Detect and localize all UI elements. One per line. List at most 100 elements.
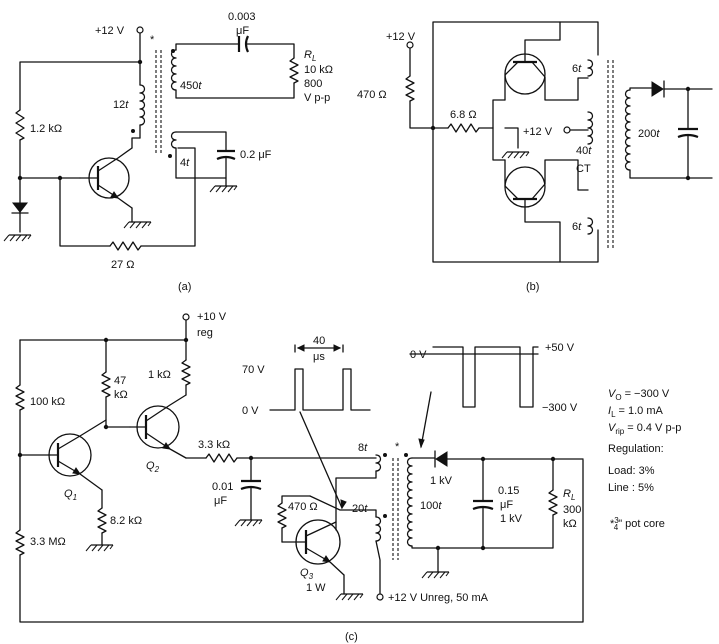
rl-vpp-a: V p-p xyxy=(304,92,330,104)
cap-unit-a: μF xyxy=(236,25,249,37)
pulse-lo-label: 0 V xyxy=(242,405,259,417)
ct-label-b: CT xyxy=(576,163,591,175)
r100k-label: 100 kΩ xyxy=(30,396,65,408)
resistor-3m3 xyxy=(15,529,25,556)
cap2-a: 0.2 μF xyxy=(240,149,272,161)
resistor-rl-c xyxy=(548,489,558,516)
resistor-3k3 xyxy=(205,453,238,463)
q1-label: Q1 xyxy=(64,488,77,502)
diode-label: 1 kV xyxy=(430,475,453,487)
resistor-rl-a xyxy=(289,57,299,84)
cap-value-a: 0.003 xyxy=(228,11,256,23)
resistor-470-b xyxy=(405,75,415,102)
rl-value-a: 10 kΩ xyxy=(304,64,333,76)
winding-20t xyxy=(375,516,382,542)
r-base-a: 1.2 kΩ xyxy=(30,123,62,135)
turns-40-b: 40t xyxy=(576,145,592,157)
turns-450-a: 450t xyxy=(180,80,202,92)
winding-6t-top xyxy=(587,59,594,77)
resistor-100k xyxy=(15,384,25,411)
caption-c: (c) xyxy=(345,631,358,643)
pulse-waveform xyxy=(269,344,371,510)
turns-4-a: 4t xyxy=(180,157,190,169)
turns-200-b: 200t xyxy=(638,128,660,140)
vcc-label-a: +12 V xyxy=(95,25,125,37)
vcc-label-b: +12 V xyxy=(386,31,416,43)
spec-vo: VO= −300 V xyxy=(608,388,670,402)
resistor-470-c xyxy=(277,502,287,529)
reg-line: Line : 5% xyxy=(608,482,654,494)
winding-450t xyxy=(170,49,177,91)
c015-label-a: 0.15 xyxy=(498,485,519,497)
turns-8-label: 8t xyxy=(358,442,368,454)
r3m3-label: 3.3 MΩ xyxy=(30,536,66,548)
c015-label-b: μF xyxy=(500,499,513,511)
turns-6-bottom-b: 6t xyxy=(572,221,582,233)
q2-label: Q2 xyxy=(146,460,160,474)
winding-8t xyxy=(375,454,382,472)
pulse-hi-label: 70 V xyxy=(242,364,265,376)
reg-load: Load: 3% xyxy=(608,465,655,477)
q3-label: Q3 xyxy=(300,567,314,581)
resistor-8k2 xyxy=(97,507,107,534)
winding-6t-bottom xyxy=(587,217,594,235)
turns-12-a: 12t xyxy=(113,99,129,111)
sq-zero-label: 0 V xyxy=(410,349,427,361)
star-c: * xyxy=(395,441,400,453)
diode-a xyxy=(11,202,29,213)
q3-power-label: 1 W xyxy=(306,582,326,594)
transistor-q1 xyxy=(48,433,92,477)
turns-100-label: 100t xyxy=(420,500,442,512)
r1k-label: 1 kΩ xyxy=(148,369,171,381)
resistor-27 xyxy=(109,241,142,251)
rl-label-a: RL xyxy=(304,49,316,63)
rl-label-c: RL xyxy=(563,488,575,502)
c015-label-c: 1 kV xyxy=(500,513,523,525)
resistor-1k xyxy=(181,359,191,386)
star-a: * xyxy=(150,34,155,46)
circuit-a: +12 V * 0.003 μF 450t 12t 4t RL 10 kΩ 80… xyxy=(3,11,333,293)
sq-lo-label: −300 V xyxy=(542,402,578,414)
rl-v-a: 800 xyxy=(304,78,322,90)
r47k-label-a: 47 xyxy=(114,375,126,387)
diode-b xyxy=(651,81,664,97)
winding-40t xyxy=(587,111,594,145)
resistor-6r8-b xyxy=(447,123,480,133)
r3k3-label: 3.3 kΩ xyxy=(198,439,230,451)
c001-label-b: μF xyxy=(214,495,227,507)
reg-title: Regulation: xyxy=(608,443,664,455)
caption-b: (b) xyxy=(526,281,539,293)
pulse-period-a: 40 xyxy=(313,335,325,347)
vcc2-label-b: +12 V xyxy=(523,126,553,138)
r-fb-a: 27 Ω xyxy=(111,259,135,271)
spec-vrip: Vrip= 0.4 V p-p xyxy=(608,422,681,436)
square-waveform xyxy=(409,346,539,449)
vreg-label: +10 V xyxy=(197,311,227,323)
c001-label-a: 0.01 xyxy=(212,481,233,493)
sq-hi-label: +50 V xyxy=(545,342,575,354)
winding-200t xyxy=(624,89,631,171)
vunreg-label: +12 V Unreg, 50 mA xyxy=(388,592,489,604)
spec-il: IL= 1.0 mA xyxy=(608,405,664,419)
circuit-b: +12 V 470 Ω 6.8 Ω +12 V 6t 40t CT 6t 200… xyxy=(357,21,713,293)
r8k2-label: 8.2 kΩ xyxy=(110,515,142,527)
resistor-47k xyxy=(101,371,111,398)
r470-label: 470 Ω xyxy=(288,501,318,513)
winding-4t xyxy=(170,131,177,149)
diode-1kv xyxy=(435,451,448,467)
r47k-label-b: kΩ xyxy=(114,389,128,401)
rl-value-b-c: kΩ xyxy=(563,518,577,530)
r1-label-b: 470 Ω xyxy=(357,89,387,101)
winding-12t xyxy=(139,84,146,126)
turns-20-label: 20t xyxy=(352,503,368,515)
circuit-c: +10 V reg 100 kΩ 47 kΩ 1 kΩ 3.3 kΩ 8.2 k… xyxy=(15,311,681,643)
winding-100t xyxy=(406,457,413,547)
rl-value-a-c: 300 xyxy=(563,504,581,516)
vreg-sub-label: reg xyxy=(197,327,213,339)
pulse-period-b: μs xyxy=(313,351,325,363)
r2-label-b: 6.8 Ω xyxy=(450,109,477,121)
turns-6-top-b: 6t xyxy=(572,63,582,75)
caption-a: (a) xyxy=(178,281,191,293)
